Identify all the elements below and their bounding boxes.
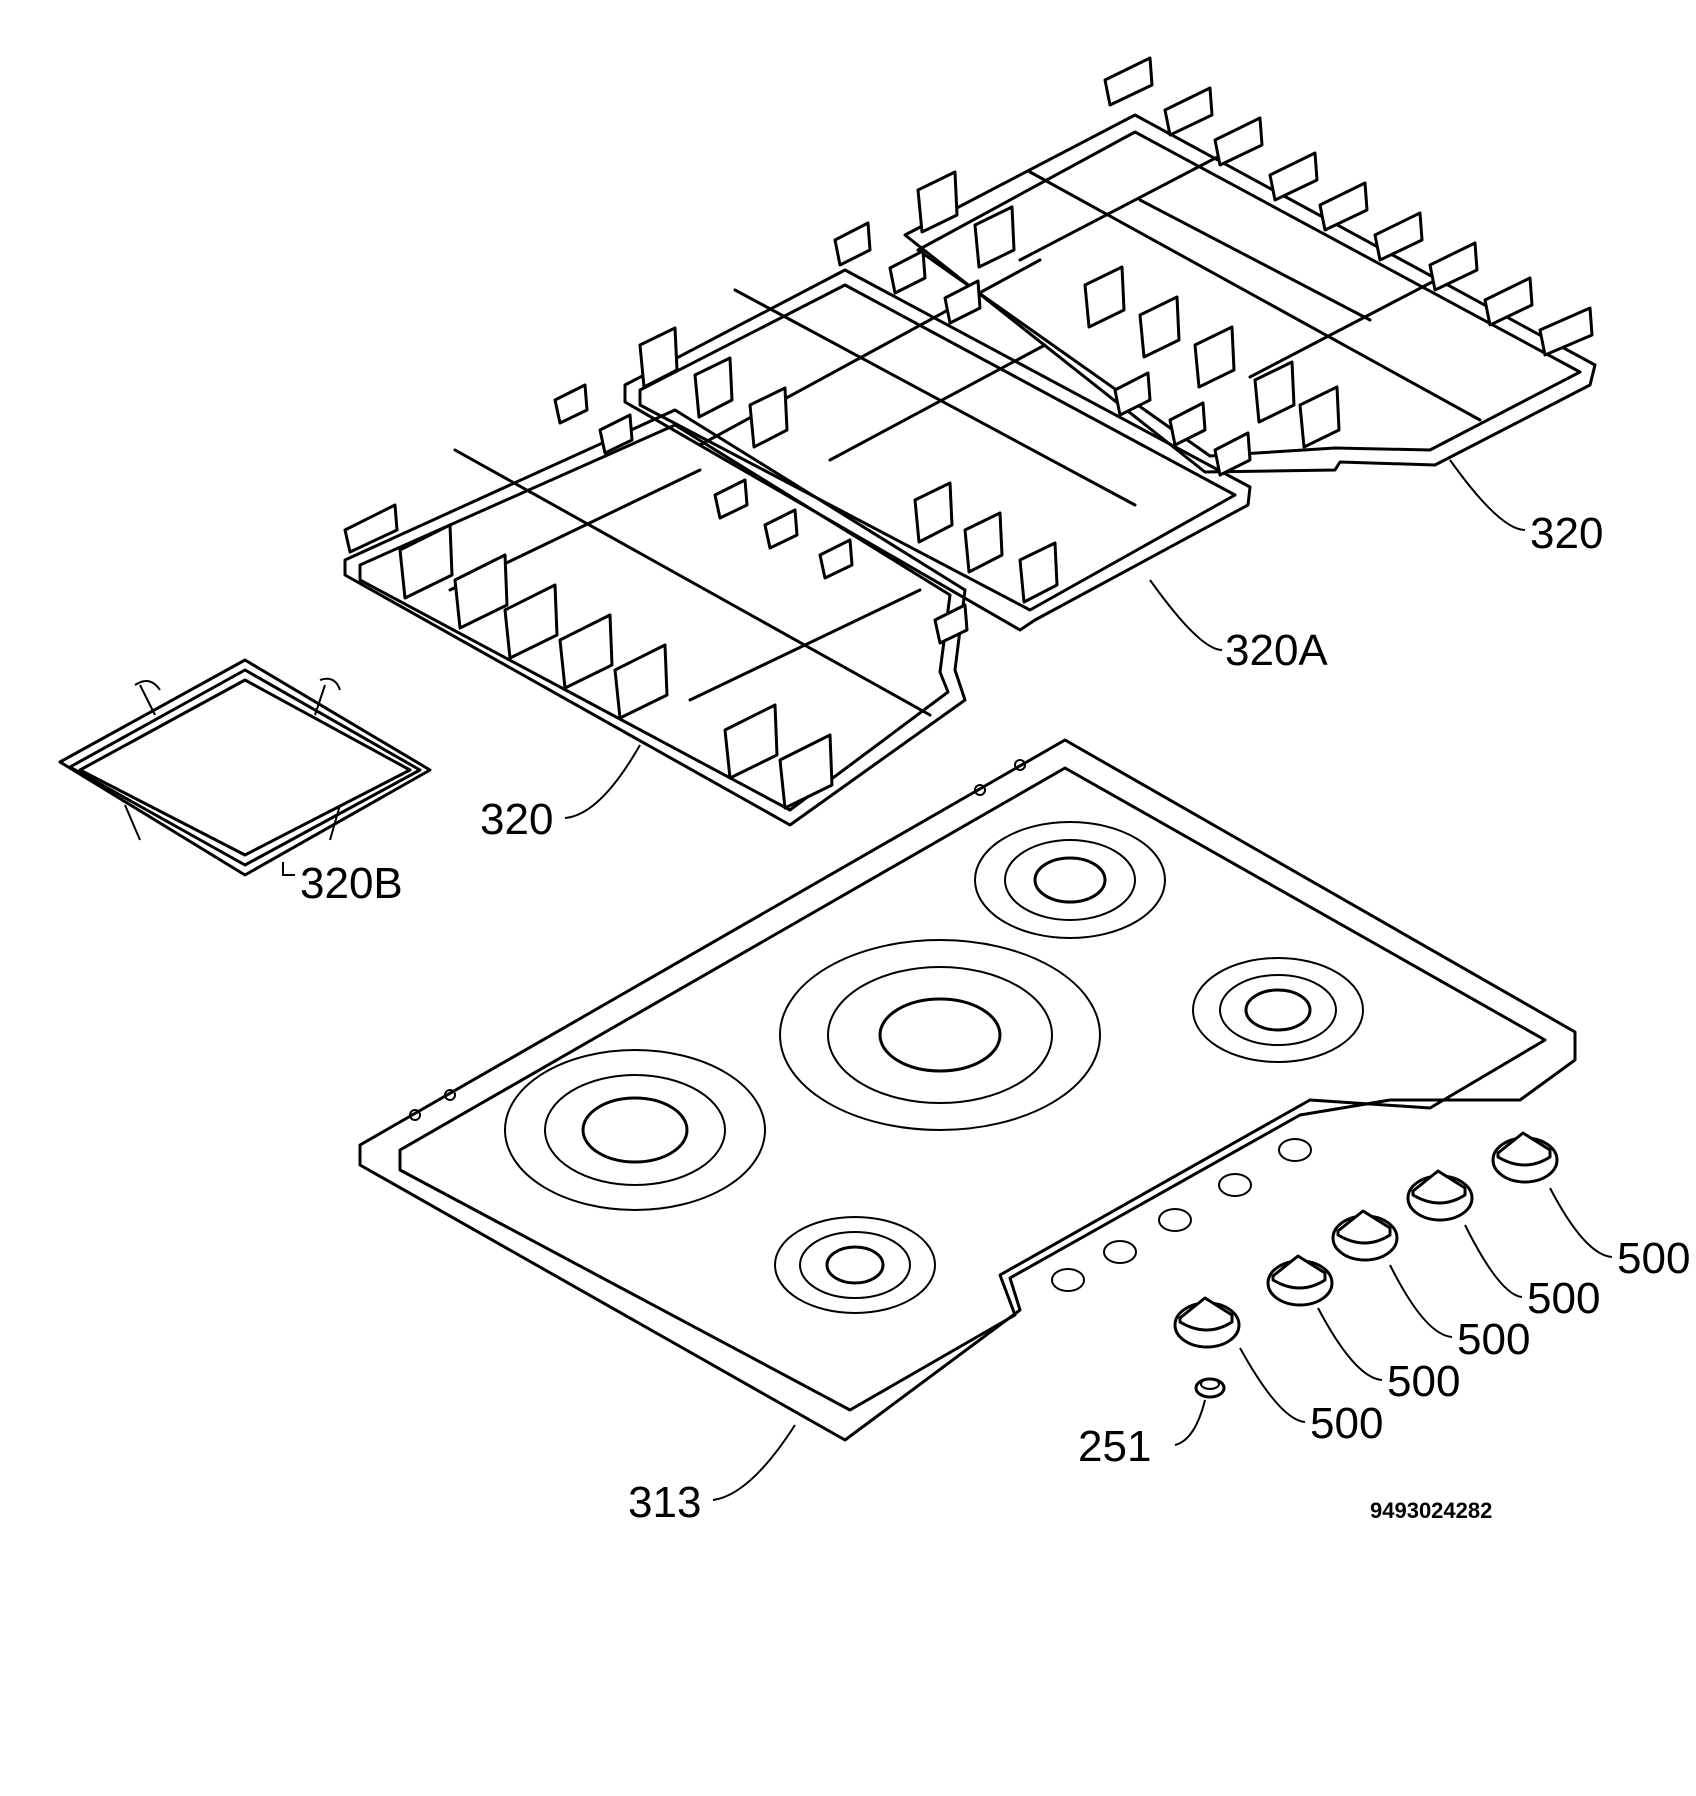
pan-support-grid-left[interactable] xyxy=(343,383,969,827)
label-spring: 251 xyxy=(1078,1422,1151,1471)
label-wok-ring: 320B xyxy=(300,859,403,908)
burner-center xyxy=(779,939,1101,1131)
pan-support-grid-middle[interactable] xyxy=(623,221,1252,632)
pan-support-grid-right[interactable] xyxy=(903,56,1597,474)
wok-ring[interactable] xyxy=(58,658,432,877)
burner-rear-right xyxy=(974,821,1166,939)
diagram-code: 9493024282 xyxy=(1370,1498,1492,1523)
burner-right xyxy=(1192,957,1364,1063)
label-knob-2: 500 xyxy=(1387,1357,1460,1406)
knob-spring[interactable] xyxy=(1194,1377,1226,1399)
control-knob-1[interactable] xyxy=(1173,1296,1241,1349)
hob-top[interactable] xyxy=(358,738,1577,1442)
label-knob-1: 500 xyxy=(1310,1399,1383,1448)
control-knob-4[interactable] xyxy=(1406,1169,1474,1222)
label-knob-3: 500 xyxy=(1457,1315,1530,1364)
burner-front-small xyxy=(774,1216,936,1314)
leader-lines xyxy=(282,459,1613,1501)
label-grid-middle: 320A xyxy=(1225,626,1328,675)
label-hob-top: 313 xyxy=(628,1478,701,1527)
part-labels: 320 320A 320 320B 313 251 500 500 500 50… xyxy=(300,509,1690,1527)
label-knob-4: 500 xyxy=(1527,1274,1600,1323)
label-knob-5: 500 xyxy=(1617,1234,1690,1283)
burner-front-left xyxy=(504,1049,766,1211)
control-knob-3[interactable] xyxy=(1331,1209,1399,1262)
label-grid-right: 320 xyxy=(1530,509,1603,558)
control-knob-2[interactable] xyxy=(1266,1254,1334,1307)
label-grid-left: 320 xyxy=(480,795,553,844)
control-knob-5[interactable] xyxy=(1491,1131,1559,1184)
